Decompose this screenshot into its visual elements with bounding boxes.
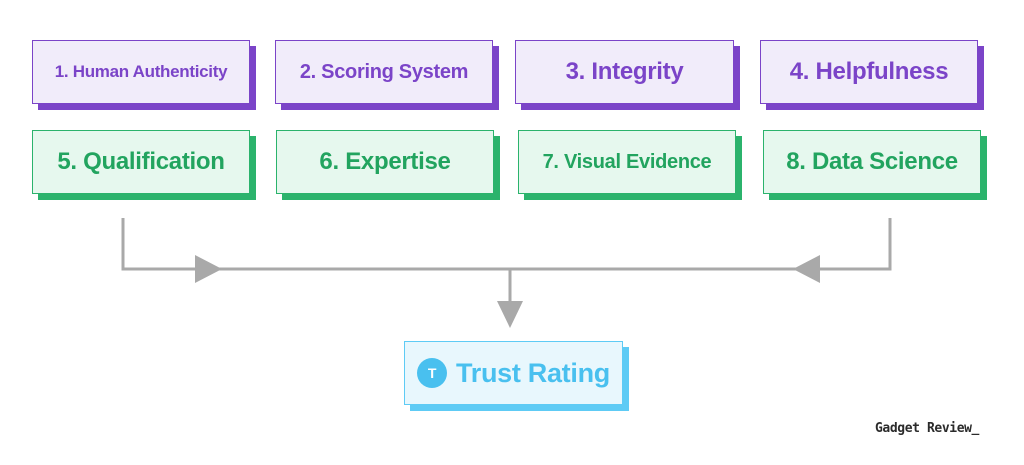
criterion-label: 1. Human Authenticity [54, 62, 228, 81]
criterion-label: 3. Integrity [565, 58, 684, 85]
right-connector-line [815, 218, 892, 271]
right-arrowhead-icon [195, 255, 222, 283]
gadget-review-logo: Gadget Review_ [875, 421, 979, 436]
left-arrowhead-icon [793, 255, 820, 283]
criterion-scoring-system: 2. Scoring System [275, 40, 493, 104]
down-arrowhead-icon [497, 301, 523, 328]
criterion-label: 8. Data Science [786, 148, 958, 175]
trust-rating-icon: T [417, 358, 448, 388]
left-connector-line [121, 218, 200, 271]
criterion-human-authenticity: 1. Human Authenticity [32, 40, 250, 104]
criterion-label: 6. Expertise [319, 148, 451, 175]
criterion-label: 7. Visual Evidence [542, 150, 712, 173]
trust-rating-box: T Trust Rating [404, 341, 623, 405]
criterion-visual-evidence: 7. Visual Evidence [518, 130, 736, 194]
criterion-label: 5. Qualification [57, 148, 225, 175]
criterion-label: 2. Scoring System [299, 60, 469, 83]
criterion-data-science: 8. Data Science [763, 130, 981, 194]
criterion-expertise: 6. Expertise [276, 130, 494, 194]
criterion-helpfulness: 4. Helpfulness [760, 40, 978, 104]
trust-rating-label: Trust Rating [456, 357, 610, 388]
criterion-qualification: 5. Qualification [32, 130, 250, 194]
criterion-label: 4. Helpfulness [789, 58, 949, 85]
criterion-integrity: 3. Integrity [515, 40, 734, 104]
